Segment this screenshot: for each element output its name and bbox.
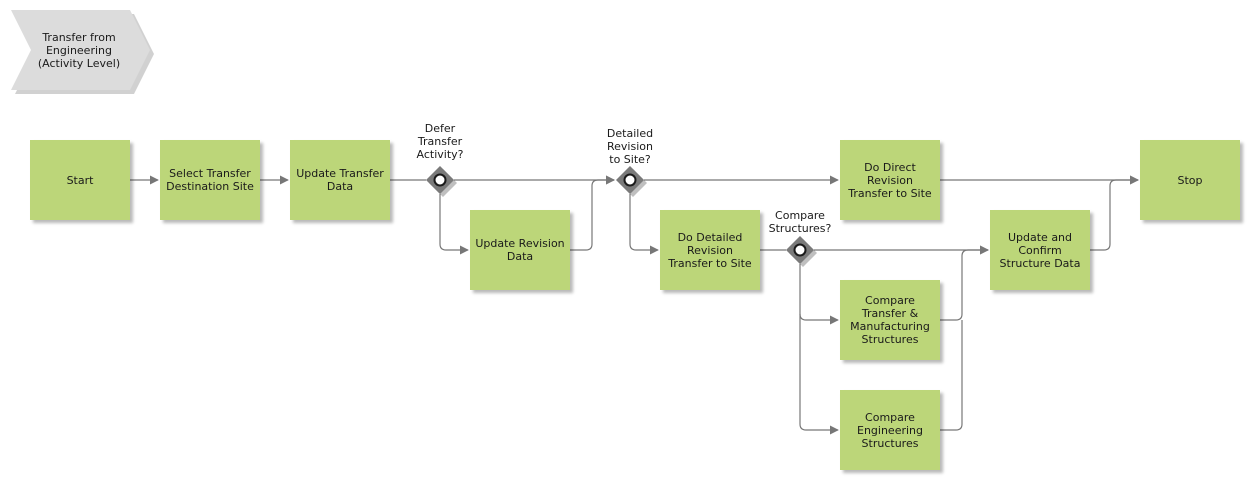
gateway-compare[interactable] [786,236,817,267]
connector-defer-revision [439,194,469,255]
node-update-transfer-data[interactable]: Update Transfer Data [290,140,390,220]
node-do-detailed-revision-transfer[interactable]: Do Detailed Revision Transfer to Site [660,210,760,290]
gateway-circle-icon [623,173,637,187]
node-compare-transfer-manufacturing[interactable]: Compare Transfer & Manufacturing Structu… [840,280,940,360]
node-do-direct-revision-transfer[interactable]: Do Direct Revision Transfer to Site [840,140,940,220]
node-start[interactable]: Start [30,140,130,220]
gateway-detailed-label: Detailed Revision to Site? [606,127,654,166]
connector-compare-engineering [799,314,839,435]
process-header-chevron: Transfer from Engineering (Activity Leve… [11,10,154,94]
process-title: Transfer from Engineering (Activity Leve… [37,30,121,70]
connector-engineering-confirm [940,320,963,431]
gateway-defer-label: Defer Transfer Activity? [416,122,464,161]
connector-confirm-stop [1090,175,1139,251]
node-stop[interactable]: Stop [1140,140,1240,220]
gateway-compare-label: Compare Structures? [768,209,832,235]
connector-compare-mfg [799,264,839,325]
gateway-detailed[interactable] [616,166,647,197]
node-update-revision-data[interactable]: Update Revision Data [470,210,570,290]
gateway-circle-icon [433,173,447,187]
connector-revision-detailed [570,175,615,251]
gateway-defer[interactable] [426,166,457,197]
node-compare-engineering-structures[interactable]: Compare Engineering Structures [840,390,940,470]
node-update-confirm-structure-data[interactable]: Update and Confirm Structure Data [990,210,1090,290]
node-select-transfer-destination-site[interactable]: Select Transfer Destination Site [160,140,260,220]
connector-mfg-confirm [940,245,989,321]
chevron-shape [11,10,154,94]
gateway-circle-icon [793,243,807,257]
connector-detailed-detailedtransfer [629,194,659,255]
